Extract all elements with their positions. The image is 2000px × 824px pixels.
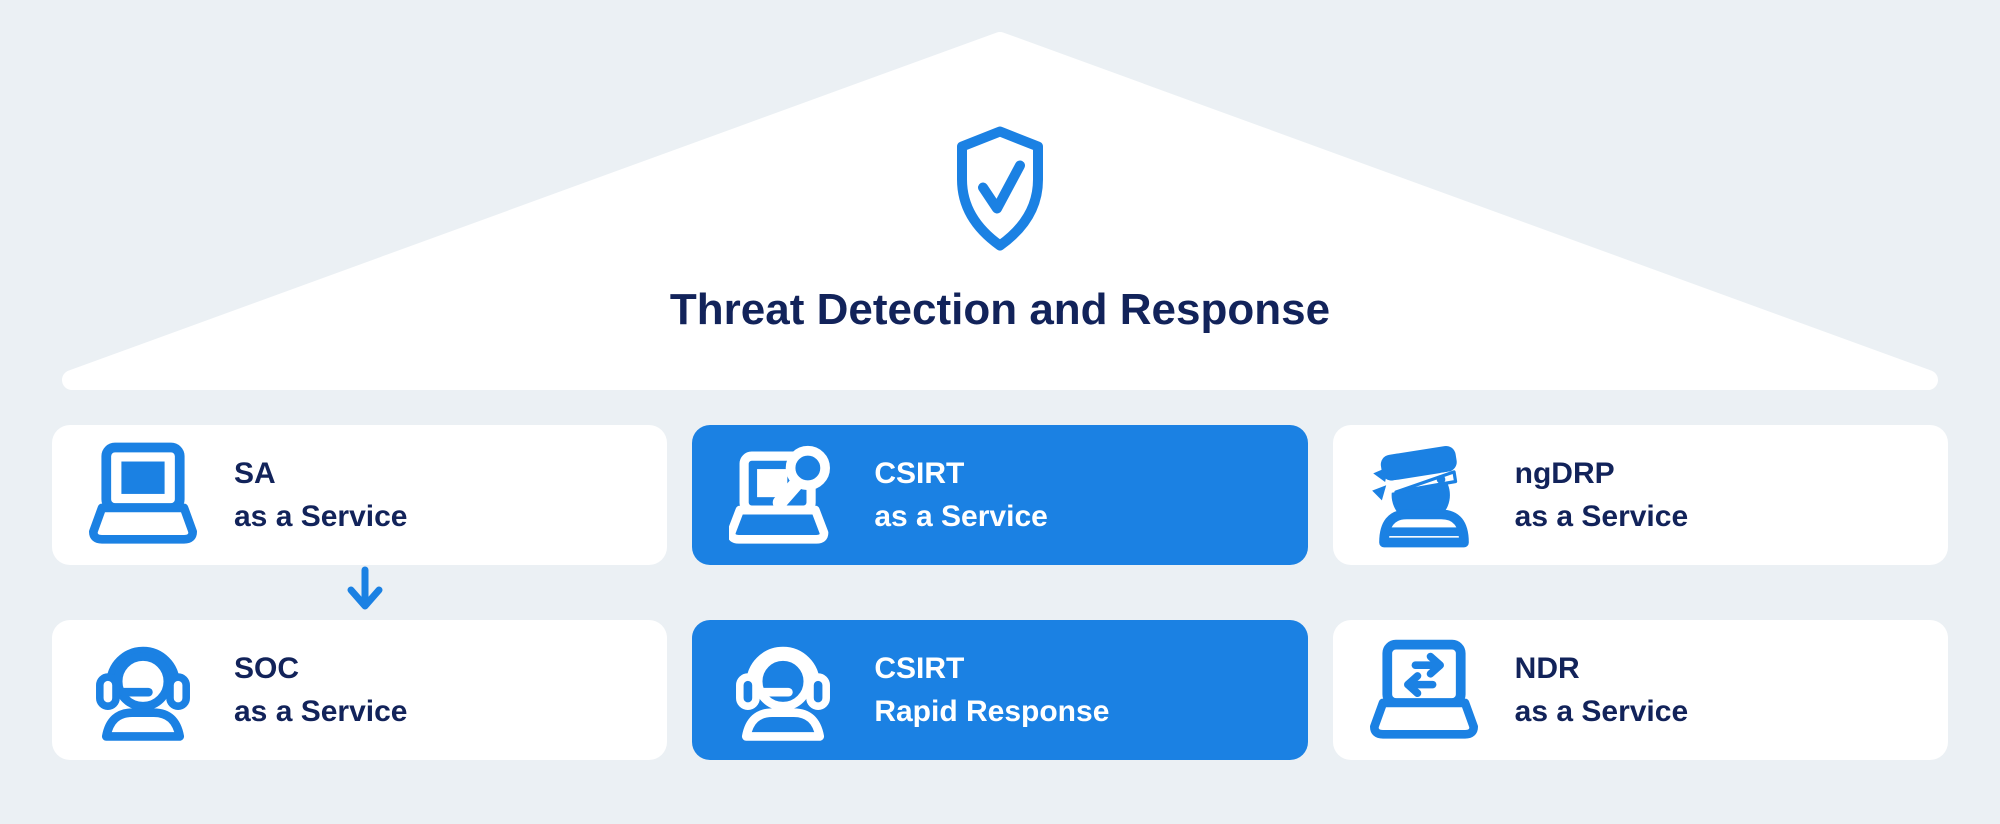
service-card-ndr: NDR as a Service bbox=[1332, 620, 1948, 760]
laptop-search-icon bbox=[728, 440, 838, 550]
service-card-ngdrp: ngDRP as a Service bbox=[1332, 425, 1948, 565]
card-subtitle: as a Service bbox=[234, 500, 408, 533]
card-title: ngDRP bbox=[1514, 457, 1615, 490]
card-subtitle: as a Service bbox=[234, 695, 408, 728]
ninja-icon bbox=[1369, 440, 1479, 550]
headset-agent-icon bbox=[88, 635, 198, 745]
service-card-sa: SA as a Service bbox=[52, 425, 668, 565]
card-title: CSIRT bbox=[874, 652, 965, 685]
card-subtitle: as a Service bbox=[1514, 695, 1689, 728]
card-title: SOC bbox=[234, 652, 300, 685]
arrow-down-icon bbox=[347, 566, 383, 610]
card-subtitle: as a Service bbox=[1514, 500, 1689, 533]
laptop-transfer-icon bbox=[1369, 635, 1479, 745]
service-card-soc: SOC as a Service bbox=[52, 620, 668, 760]
service-card-csirt-rr: CSIRT Rapid Response bbox=[692, 620, 1308, 760]
card-title: NDR bbox=[1514, 652, 1580, 685]
headset-agent-icon bbox=[728, 635, 838, 745]
card-title: SA bbox=[234, 457, 276, 490]
shield-check-icon bbox=[957, 126, 1043, 251]
card-subtitle: as a Service bbox=[874, 500, 1048, 533]
service-card-csirt-aas: CSIRT as a Service bbox=[692, 425, 1308, 565]
diagram-title: Threat Detection and Response bbox=[669, 285, 1331, 334]
services-grid: SA as a Service CSIRT as a Service bbox=[52, 425, 1948, 760]
card-subtitle: Rapid Response bbox=[874, 695, 1110, 728]
laptop-icon bbox=[88, 440, 198, 550]
card-title: CSIRT bbox=[874, 457, 965, 490]
